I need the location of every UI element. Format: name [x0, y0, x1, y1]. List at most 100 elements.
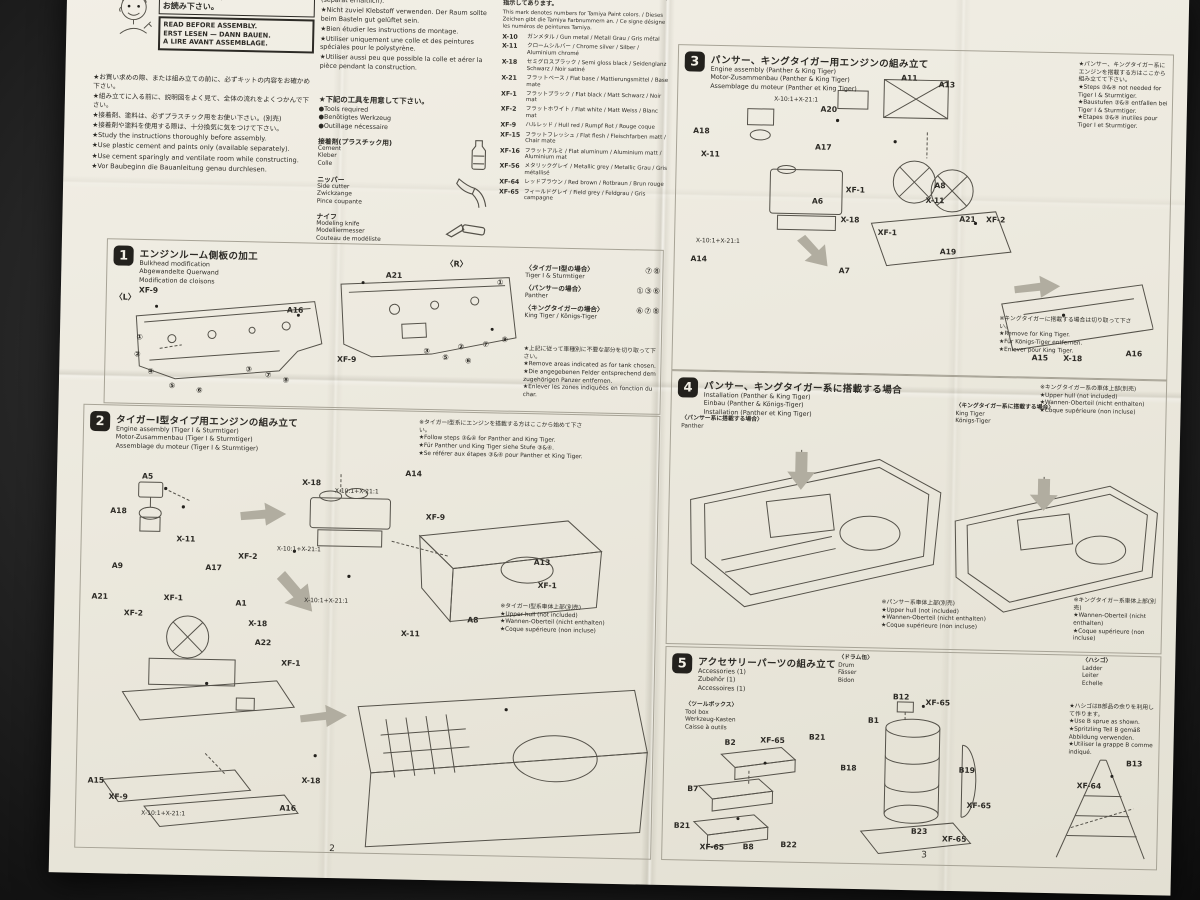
ladder-notes: ★ハシゴはB部品の余りを利用して作ります。★Use B sprue as sho… — [1068, 703, 1159, 758]
text-line: ★Etapes ③&④ inutiles pour Tiger I et Stu… — [1077, 115, 1158, 130]
part-label: ② — [457, 342, 465, 352]
part-label: B7 — [687, 784, 699, 794]
paint-name: メタリックグレイ / Metallic grey / Metallic Grau… — [524, 163, 668, 177]
part-label: A21 — [385, 271, 403, 281]
paint-code: XF-65 — [498, 188, 520, 196]
instruction-sheet: 作る前にかならずお読み下さい。 READ BEFORE ASSEMBLY.ERS… — [48, 0, 1190, 896]
kingtiger-hull-drawing — [954, 476, 1158, 613]
part-label: A13 — [533, 557, 551, 567]
paint-name: クロームシルバー / Chrome silver / Silber / Alum… — [526, 43, 640, 58]
part-label: XF-1 — [877, 227, 898, 238]
part-label: B21 — [808, 732, 826, 743]
step-titles: パンサー、キングタイガー用エンジンの組み立て Engine assembly (… — [710, 52, 929, 95]
step-2-upper-hull-note: ※タイガーI型系車体上部(別売)★Upper hull (not include… — [500, 604, 651, 638]
paint-code: X-10 — [502, 33, 518, 41]
paint-code: X-21 — [501, 74, 517, 82]
part-label: XF-9 — [336, 354, 357, 365]
part-label: A21 — [91, 591, 109, 601]
toolbox-drawing — [692, 746, 797, 848]
part-label: XF-65 — [941, 834, 967, 845]
paint-row: XF-56 メタリックグレイ / Metallic grey / Metallic… — [499, 163, 667, 180]
part-label: XF-65 — [760, 735, 785, 746]
paint-code: XF-56 — [499, 162, 520, 171]
paint-name: レッドブラウン / Red brown / Rotbraun / Brun ro… — [524, 179, 664, 189]
part-label: A16 — [279, 803, 297, 813]
part-label: ③ — [245, 364, 253, 374]
kingtiger-hull-note: ※キングタイガー系車体上部(別売)★Wannen-Oberteil (nicht… — [1073, 598, 1162, 646]
tool-name-fr: Colle — [317, 160, 333, 167]
variant-hole-marks: ⑦⑧ — [644, 266, 662, 276]
part-label: A18 — [693, 125, 710, 135]
part-label: XF-65 — [966, 801, 992, 811]
paint-row: XF-64 レッドブラウン / Red brown / Rotbraun / Br… — [499, 179, 667, 190]
paint-code: XF-1 — [501, 90, 517, 98]
part-label: X-10:1+X-21:1 — [141, 809, 186, 818]
part-label: XF-2 — [986, 215, 1006, 225]
panel-right-drawing — [340, 277, 517, 358]
heading-name: Panther — [681, 422, 704, 430]
part-label: A17 — [814, 143, 832, 153]
part-label: ⑧ — [282, 375, 290, 385]
tool-name-jp: ニッパー — [317, 175, 345, 185]
part-label: A22 — [254, 638, 272, 648]
variant-text: 〈タイガーI型の場合〉Tiger I & Sturmtiger — [525, 262, 594, 280]
paint-name: フラットブラック / Flat black / Matt Schwarz / N… — [525, 90, 662, 104]
panther-hull-drawing — [690, 449, 942, 608]
general-notes-mid: ★Nur Klebstoff und Farben für Plastik ve… — [320, 0, 494, 75]
part-label: XF-1 — [845, 185, 866, 195]
part-label: ⑧ — [501, 334, 509, 345]
paint-code: XF-16 — [499, 147, 520, 155]
step-4-installation: 4 パンサー、キングタイガー系に搭載する場合 Installation (Pan… — [665, 370, 1168, 655]
read-note-jp: 作る前にかならずお読み下さい。 — [158, 0, 316, 18]
kingtiger-hull-install-diagram — [947, 469, 1164, 623]
mascot-face-icon — [119, 0, 152, 34]
paint-name: フィールドグレイ / Field grey / Feldgrau / Gris … — [523, 188, 646, 202]
panel-left-drawing — [135, 301, 323, 380]
part-label: XF-9 — [138, 285, 159, 296]
variant-hole-marks: ⑥⑦⑧ — [635, 306, 661, 316]
general-notes-left: ★お買い求めの際、または組み立ての前に、必ずキットの内容をお確かめ下さい。★組み… — [91, 73, 311, 177]
step-number-badge: 4 — [677, 377, 699, 398]
paint-code: XF-64 — [499, 178, 520, 187]
part-label: A19 — [939, 246, 957, 257]
part-label: X-18 — [840, 215, 860, 225]
part-label: A5 — [141, 471, 154, 481]
text-line: ★Utiliser uniquement une colle et des pe… — [319, 34, 475, 53]
paint-name: ガンメタル / Gun metal / Metall Grau / Gris m… — [527, 33, 660, 43]
text-line: Echelle — [1081, 680, 1103, 688]
part-label: XF-1 — [163, 593, 184, 603]
part-label: A21 — [959, 214, 976, 224]
part-label: A14 — [690, 253, 708, 264]
part-label: ③ — [423, 346, 430, 356]
tools-required-block: ★下記の工具を用意して下さい。 ●Tools required●Benötigt… — [316, 94, 491, 247]
part-label: A18 — [110, 505, 127, 516]
part-label: A17 — [205, 562, 222, 572]
part-label: ① — [136, 332, 144, 342]
text-line: ★Wannen-Oberteil (nicht enthalten) — [1073, 612, 1147, 628]
part-label: A1 — [235, 598, 247, 608]
panther-install-heading: 〈パンサー系に搭載する場合〉 Panther — [681, 415, 811, 433]
part-label: A13 — [938, 80, 956, 90]
part-label: B23 — [910, 827, 928, 837]
panel-left-tag: 〈L〉 — [114, 292, 136, 302]
step-header: 5 アクセサリーパーツの組み立て Accessories (1)Zubehör … — [671, 653, 837, 695]
part-label: X-10:1+X-21:1 — [276, 545, 321, 554]
part-label: XF-64 — [1076, 781, 1102, 791]
part-label: ⑦ — [264, 369, 272, 380]
tank-variant-row: 〈タイガーI型の場合〉Tiger I & Sturmtiger ⑦⑧ — [525, 262, 661, 282]
paint-color-key: ●塗装指示のマークです。タミヤカラーのカラーナンバーで指示してあります。 Thi… — [499, 0, 671, 208]
